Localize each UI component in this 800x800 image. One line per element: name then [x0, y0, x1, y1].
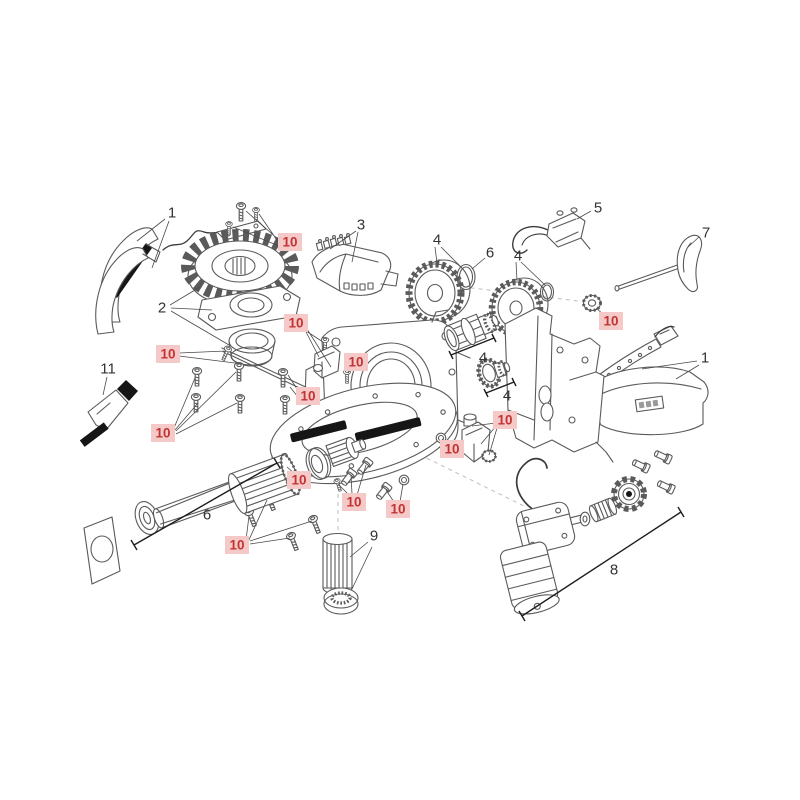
part-3-terminal-cover — [311, 233, 399, 296]
callout-part-3[interactable]: 3 — [357, 217, 365, 234]
highlight-box — [156, 345, 180, 363]
part-number-label[interactable]: 11 — [100, 361, 116, 378]
fastener-screws — [190, 344, 410, 553]
part-number-label[interactable]: 7 — [702, 225, 710, 242]
callout-part-1-right[interactable]: 1 — [701, 350, 709, 367]
part-number-label[interactable]: 3 — [357, 217, 365, 234]
bracket-lines — [130, 333, 685, 622]
highlight-box — [296, 387, 320, 405]
callout-part-7[interactable]: 7 — [702, 225, 710, 242]
part-number-label[interactable]: 10 — [348, 355, 363, 370]
part-9-splined-roller — [322, 532, 359, 615]
part-6-output-shaft — [83, 436, 367, 585]
callout-part-6-shaft[interactable]: 6 — [203, 507, 211, 524]
callout-part-10-highlighted[interactable]: 10 — [156, 345, 180, 363]
part-number-label[interactable]: 1 — [168, 205, 176, 222]
part-number-label[interactable]: 10 — [288, 316, 303, 331]
part-number-label[interactable]: 9 — [370, 528, 378, 545]
part-number-label[interactable]: 4 — [479, 350, 487, 367]
callout-part-6-oring[interactable]: 6 — [486, 245, 494, 262]
part-10-nut-top — [582, 294, 602, 312]
callout-part-8[interactable]: 8 — [610, 562, 618, 579]
callout-part-10-highlighted[interactable]: 10 — [386, 500, 410, 518]
part-2-crown-gear-assembly — [181, 202, 301, 367]
callout-part-10-highlighted[interactable]: 10 — [296, 387, 320, 405]
highlight-box — [278, 233, 302, 251]
callout-part-5[interactable]: 5 — [594, 200, 602, 217]
callout-part-11[interactable]: 11 — [100, 361, 116, 378]
part-number-label[interactable]: 10 — [346, 495, 361, 510]
callout-part-1-top[interactable]: 1 — [168, 205, 176, 222]
motor-mount-bracket-left — [312, 336, 341, 379]
part-number-label[interactable]: 6 — [203, 507, 211, 524]
part-number-label[interactable]: 5 — [594, 200, 602, 217]
callout-part-10-highlighted[interactable]: 10 — [284, 314, 308, 332]
part-1-arm-assembly — [95, 227, 231, 335]
brand-logo-emboss — [634, 395, 665, 413]
callout-part-4-pinion-lower[interactable]: 4 — [503, 388, 511, 405]
callout-part-4-pinion-upper[interactable]: 4 — [479, 350, 487, 367]
part-number-label[interactable]: 10 — [300, 389, 315, 404]
highlight-box — [493, 411, 517, 429]
part-number-label[interactable]: 10 — [282, 235, 297, 250]
callout-part-4-gear-top[interactable]: 4 — [433, 232, 441, 249]
part-number-label[interactable]: 10 — [497, 413, 512, 428]
highlight-box — [151, 424, 175, 442]
part-number-label[interactable]: 10 — [160, 347, 175, 362]
part-number-label[interactable]: 8 — [610, 562, 618, 579]
part-number-label[interactable]: 4 — [514, 248, 522, 265]
highlight-box — [386, 500, 410, 518]
part-4-pinion-lower — [476, 357, 511, 389]
part-8-motor-assembly — [499, 448, 677, 615]
highlight-box — [284, 314, 308, 332]
callout-part-10-highlighted[interactable]: 10 — [493, 411, 517, 429]
motor-pinion — [611, 476, 647, 512]
part-4-spur-gear-top — [405, 259, 471, 326]
part-number-label[interactable]: 10 — [444, 442, 459, 457]
part-number-label[interactable]: 1 — [701, 350, 709, 367]
part-7-release-lever — [614, 234, 703, 293]
part-4-pinion-upper — [443, 312, 499, 352]
part-number-label[interactable]: 10 — [291, 473, 306, 488]
callout-part-10-highlighted[interactable]: 10 — [599, 312, 623, 330]
callout-part-10-highlighted[interactable]: 10 — [278, 233, 302, 251]
rubber-strip — [290, 417, 422, 443]
highlight-box — [440, 440, 464, 458]
part-number-label[interactable]: 10 — [603, 314, 618, 329]
part-number-label[interactable]: 2 — [158, 300, 166, 317]
callout-part-4-gear-right[interactable]: 4 — [514, 248, 522, 265]
part-number-label[interactable]: 10 — [390, 502, 405, 517]
part-5-bracket-wire — [512, 207, 591, 254]
highlight-box — [225, 536, 249, 554]
part-number-label[interactable]: 4 — [503, 388, 511, 405]
leader-lines — [102, 210, 700, 590]
callout-part-9[interactable]: 9 — [370, 528, 378, 545]
part-6-o-ring — [456, 263, 476, 291]
callout-part-10-highlighted[interactable]: 10 — [440, 440, 464, 458]
part-11-grease-tube — [79, 380, 138, 447]
callout-part-10-highlighted[interactable]: 10 — [344, 353, 368, 371]
highlight-box — [287, 471, 311, 489]
highlight-box — [344, 353, 368, 371]
callout-part-10-highlighted[interactable]: 10 — [342, 493, 366, 511]
part-number-label[interactable]: 10 — [155, 426, 170, 441]
highlight-box — [599, 312, 623, 330]
support-frame — [504, 307, 614, 463]
part-number-label[interactable]: 6 — [486, 245, 494, 262]
part-number-label[interactable]: 4 — [433, 232, 441, 249]
motor-mount-bracket-right — [461, 413, 497, 463]
callout-part-10-highlighted[interactable]: 10 — [225, 536, 249, 554]
part-number-label[interactable]: 10 — [229, 538, 244, 553]
highlight-box — [342, 493, 366, 511]
callout-part-2[interactable]: 2 — [158, 300, 166, 317]
callout-part-10-highlighted[interactable]: 10 — [151, 424, 175, 442]
callout-part-10-highlighted[interactable]: 10 — [287, 471, 311, 489]
